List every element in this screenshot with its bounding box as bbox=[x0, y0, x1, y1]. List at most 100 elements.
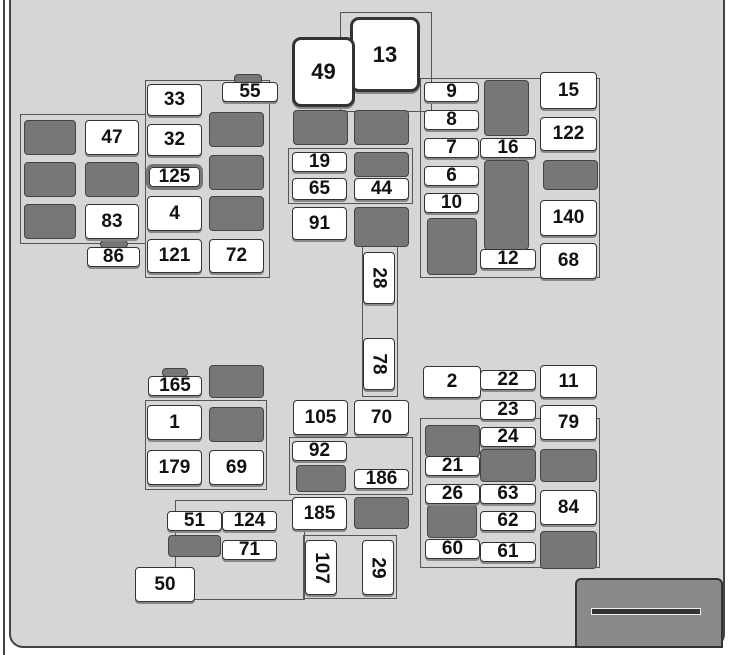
fuse-7: 7 bbox=[424, 137, 479, 158]
fuse-186: 186 bbox=[354, 468, 409, 489]
fuse-24: 24 bbox=[480, 426, 536, 447]
fuse-label: 186 bbox=[365, 468, 398, 489]
fuse-105: 105 bbox=[293, 400, 348, 435]
fuse-185: 185 bbox=[292, 497, 347, 530]
fuse-15: 15 bbox=[540, 72, 597, 109]
blank-slot bbox=[354, 207, 409, 247]
fuse-label: 165 bbox=[159, 375, 191, 396]
fuse-55: 55 bbox=[222, 81, 278, 102]
fuse-label: 13 bbox=[372, 41, 398, 67]
fuse-125: 125 bbox=[146, 164, 203, 190]
fuse-79: 79 bbox=[540, 405, 597, 440]
fuse-26: 26 bbox=[425, 483, 480, 504]
fuse-label: 44 bbox=[370, 178, 393, 199]
fuse-label: 49 bbox=[311, 59, 336, 84]
fuse-label: 9 bbox=[446, 81, 457, 102]
fuse-label: 60 bbox=[441, 538, 464, 559]
blank-slot bbox=[209, 196, 264, 231]
fuse-10: 10 bbox=[424, 192, 479, 213]
fuse-71: 71 bbox=[222, 539, 277, 560]
fuse-label: 7 bbox=[446, 137, 457, 158]
blank-slot bbox=[354, 497, 409, 529]
fuse-label: 19 bbox=[308, 151, 331, 172]
fuse-label: 50 bbox=[154, 573, 176, 595]
fuse-60: 60 bbox=[425, 538, 480, 559]
blank-slot bbox=[209, 112, 264, 147]
fuse-label: 22 bbox=[497, 369, 519, 390]
blank-slot bbox=[354, 152, 409, 177]
relay-49: 49 bbox=[292, 37, 355, 107]
fuse-label: 47 bbox=[101, 126, 123, 148]
fuse-label: 12 bbox=[497, 248, 519, 269]
fuse-label: 32 bbox=[163, 129, 186, 150]
blank-slot bbox=[296, 465, 346, 492]
fuse-label: 140 bbox=[552, 207, 585, 228]
block-outline bbox=[145, 80, 270, 278]
blank-slot bbox=[85, 162, 139, 197]
block-outline bbox=[303, 535, 397, 599]
fuse-label: 15 bbox=[557, 79, 580, 101]
connector-slot bbox=[591, 608, 701, 615]
fuse-2: 2 bbox=[423, 366, 481, 398]
fuse-label: 1 bbox=[169, 411, 180, 433]
fuse-65: 65 bbox=[292, 178, 347, 200]
blank-slot bbox=[543, 160, 598, 190]
fuse-label: 124 bbox=[233, 510, 266, 531]
blank-slot bbox=[24, 120, 76, 155]
fuse-label: 29 bbox=[367, 556, 389, 579]
fuse-33: 33 bbox=[147, 84, 202, 116]
fuse-165: 165 bbox=[148, 375, 202, 396]
fuse-label: 92 bbox=[308, 440, 331, 461]
blank-slot bbox=[427, 218, 477, 275]
blank-slot bbox=[24, 162, 76, 197]
blank-slot bbox=[293, 110, 348, 145]
fuse-124: 124 bbox=[222, 510, 277, 531]
fuse-122: 122 bbox=[540, 117, 597, 151]
fuse-140: 140 bbox=[540, 200, 597, 236]
fuse-1: 1 bbox=[147, 405, 202, 440]
fuse-107: 107 bbox=[305, 540, 337, 595]
fuse-92: 92 bbox=[292, 440, 347, 461]
blank-slot bbox=[480, 449, 536, 482]
fuse-51: 51 bbox=[167, 510, 222, 531]
fuse-label: 69 bbox=[225, 456, 248, 478]
block-outline bbox=[145, 400, 267, 490]
blank-slot bbox=[427, 505, 477, 538]
fuse-62: 62 bbox=[480, 510, 536, 531]
fuse-label: 185 bbox=[303, 502, 336, 524]
fuse-label: 79 bbox=[557, 411, 580, 433]
fuse-16: 16 bbox=[480, 137, 536, 158]
fuse-83: 83 bbox=[85, 204, 139, 239]
fuse-63: 63 bbox=[480, 483, 536, 504]
fuse-label: 10 bbox=[440, 192, 463, 213]
fuse-21: 21 bbox=[425, 455, 480, 476]
fuse-72: 72 bbox=[209, 239, 264, 273]
fuse-29: 29 bbox=[362, 540, 394, 595]
fuse-label: 70 bbox=[370, 406, 393, 428]
blank-slot bbox=[24, 204, 76, 239]
fuse-50: 50 bbox=[135, 567, 195, 602]
fuse-label: 51 bbox=[183, 510, 206, 531]
fuse-28: 28 bbox=[363, 252, 395, 304]
fuse-78: 78 bbox=[363, 338, 395, 390]
relay-13: 13 bbox=[350, 17, 420, 92]
fuse-6: 6 bbox=[424, 165, 479, 186]
fuse-47: 47 bbox=[85, 120, 139, 155]
connector bbox=[575, 578, 723, 648]
fuse-label: 68 bbox=[557, 250, 580, 271]
blank-slot bbox=[484, 160, 529, 250]
fuse-11: 11 bbox=[540, 365, 597, 398]
fuse-label: 16 bbox=[497, 137, 519, 158]
fuse-label: 71 bbox=[238, 539, 261, 560]
fuse-label: 84 bbox=[557, 496, 580, 518]
fuse-label: 72 bbox=[225, 245, 248, 266]
fuse-19: 19 bbox=[292, 151, 347, 172]
fuse-32: 32 bbox=[147, 124, 202, 156]
fuse-label: 63 bbox=[497, 483, 519, 504]
fuse-44: 44 bbox=[354, 178, 409, 200]
blank-slot bbox=[209, 365, 264, 398]
fuse-label: 107 bbox=[311, 551, 333, 584]
fuse-label: 91 bbox=[308, 212, 331, 234]
frame-line bbox=[3, 0, 5, 655]
